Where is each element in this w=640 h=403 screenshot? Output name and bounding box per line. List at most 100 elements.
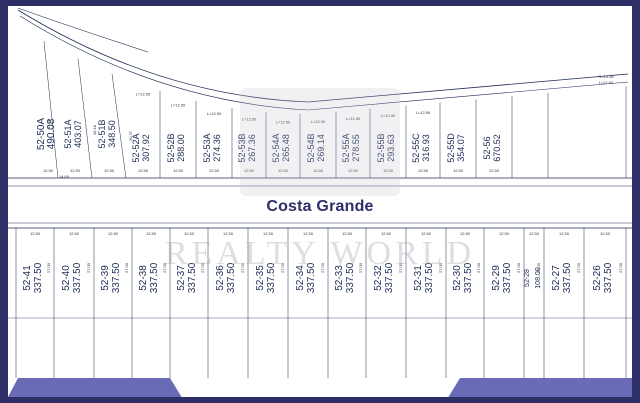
north-lot-id: 52-50A [36,118,47,151]
south-lot-depth: 27.00 [86,262,91,273]
south-lot-frontage: 12.50 [69,231,80,236]
south-lot-frontage: 12.50 [600,231,611,236]
north-arc-length: L=12.50 [242,116,257,121]
north-lot-id: 52-51B [97,119,107,148]
south-lot-frontage: 12.50 [263,231,274,236]
south-lot-id: 52-37 [176,265,187,291]
south-lot-depth: 27.00 [200,262,205,273]
north-lot-area: 403.07 [73,120,83,148]
south-lot-id: 52-38 [138,265,149,291]
north-lot-boundary [43,41,59,179]
north-lot-id: 52-53B [237,133,247,162]
south-lot-area: 337.50 [72,262,83,293]
north-lot-frontage: 12.50 [173,168,184,173]
north-lot-frontage: 12.50 [278,168,289,173]
north-lot-area: 354.07 [456,134,466,162]
south-lot-depth: 27.00 [240,262,245,273]
north-arc-length: L=12.50 [276,119,291,124]
north-lot-boundary [77,58,93,179]
south-lot-frontage: 12.50 [421,231,432,236]
north-lot-area: 307.92 [141,134,151,162]
street-label: Costa Grande [266,198,374,215]
north-lot-area: 316.93 [421,134,431,162]
south-lot-id: 52-29 [491,265,502,291]
north-arc-length: L=12.50 [346,116,361,121]
south-lot-id: 52-35 [255,265,266,291]
north-lot-frontage: 12.50 [244,168,255,173]
watermark-text: REALTY WORLD [164,235,476,272]
south-lot-id: 52-30 [452,265,463,291]
south-lot-id: 52-27 [551,265,562,291]
south-lot-id: 52-41 [22,265,33,291]
south-lot-frontage: 12.50 [146,231,157,236]
south-lot-area: 337.50 [384,262,395,293]
north-lot-area: 269.14 [316,134,326,162]
north-lot-area: 293.63 [386,134,396,162]
south-lot-depth: 27.00 [358,262,363,273]
north-arc-length: L=12.50 [311,119,326,124]
south-lot-area: 337.50 [603,262,614,293]
north-lot-area: 348.50 [107,120,117,148]
south-lot-depth: 27.00 [438,262,443,273]
north-lot-area: 670.52 [492,134,502,162]
dim-label: 36.18 [92,124,97,135]
south-lot-id: 52-26 [592,265,603,291]
south-lot-depth: 27.00 [476,262,481,273]
north-lot-area: 490.08 [46,118,57,149]
north-lot-id: 52-54B [306,133,316,162]
south-lot-area: 337.50 [111,262,122,293]
dim-label: 44.60 [46,118,51,129]
south-lot-depth: 27.00 [576,262,581,273]
south-lot-depth: 27.00 [536,262,541,273]
south-lot-frontage: 12.50 [108,231,119,236]
north-lot-id: 52-56 [482,136,492,159]
north-lot-area: 274.36 [212,134,222,162]
south-lot-id: 52-33 [334,265,345,291]
south-lot-area: 337.50 [33,262,44,293]
south-lot-area: 108.00 [535,267,542,289]
north-lot-frontage: 12.50 [418,168,429,173]
south-lot-id: 52-40 [61,265,72,291]
north-lot-id: 52-53A [202,133,212,162]
north-lot-frontage: 12.50 [348,168,359,173]
dim-label: L=21.62 [599,80,614,85]
south-lot-frontage: 12.50 [342,231,353,236]
south-lot-id: 52-31 [413,265,424,291]
north-lot-id: 52-55D [446,133,456,163]
south-lot-area: 337.50 [266,262,277,293]
north-lot-frontage: 12.50 [489,168,500,173]
south-lot-area: 337.50 [502,262,513,293]
south-lot-depth: 27.00 [516,262,521,273]
north-lot-frontage: 12.50 [209,168,220,173]
south-lot-area: 337.50 [187,262,198,293]
south-lot-depth: 27.00 [320,262,325,273]
south-lot-id: 52-36 [215,265,226,291]
north-arc-length: L=12.50 [416,110,431,115]
south-lot-id: 52-28 [524,269,531,287]
north-lot-id: 52-55C [411,133,421,163]
south-lot-area: 337.50 [345,262,356,293]
north-lot-id: 52-52A [131,133,141,162]
band-notch-center [170,378,460,397]
north-arc-length: L=12.50 [381,113,396,118]
south-lot-frontage: 12.50 [381,231,392,236]
north-lot-area: 278.55 [351,134,361,162]
south-lot-id: 52-39 [100,265,111,291]
dim-label: R=13.38 [598,74,614,79]
north-lot-frontage: 12.50 [313,168,324,173]
south-lot-frontage: 12.50 [184,231,195,236]
south-lot-id: 52-34 [295,265,306,291]
south-lot-frontage: 12.50 [30,231,41,236]
south-lot-frontage: 12.50 [529,231,540,236]
north-lot-id: 52-52B [166,133,176,162]
south-lot-area: 337.50 [424,262,435,293]
south-lot-frontage: 12.50 [499,231,510,236]
south-lot-frontage: 12.50 [460,231,471,236]
north-lot-id: 52-55A [341,133,351,162]
north-lot-boundary [111,73,127,179]
south-lot-area: 337.50 [306,262,317,293]
north-lot-frontage: 12.50 [70,168,81,173]
south-lot-id: 52-32 [373,265,384,291]
